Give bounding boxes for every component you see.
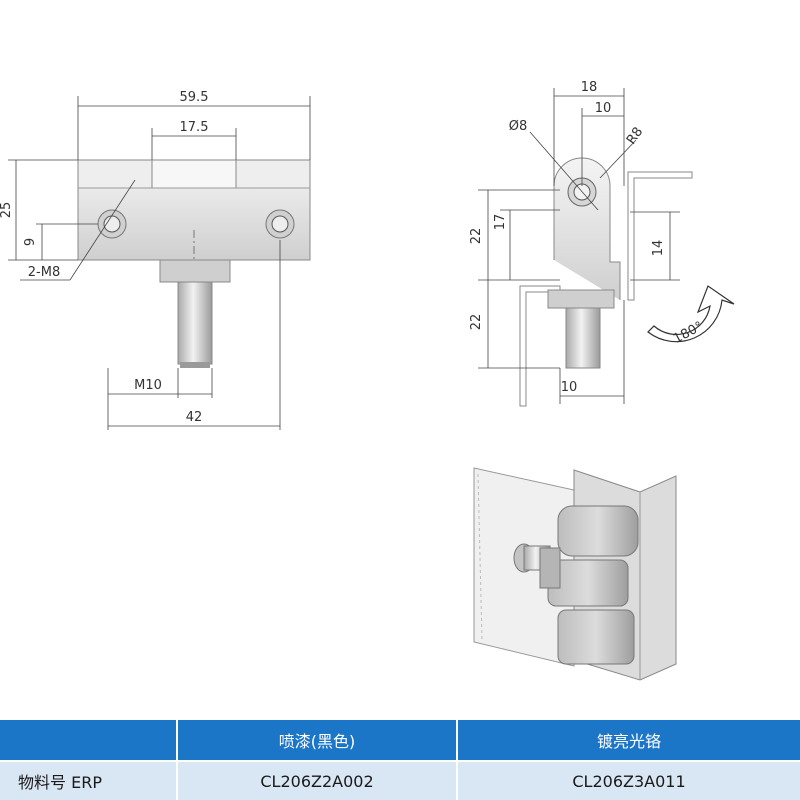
dim-side-offset: 10: [595, 101, 612, 116]
dim-holes: 2-M8: [28, 265, 60, 280]
dim-leaf-height: 14: [651, 240, 666, 257]
dim-upper-height: 22: [469, 228, 484, 245]
table-header-empty: [0, 720, 176, 760]
dim-lower-height: 22: [469, 314, 484, 331]
dim-pin-spacing: 42: [186, 410, 203, 425]
table-header-black-paint: 喷漆(黑色): [176, 720, 456, 760]
table-row: 物料号 ERP CL206Z2A002 CL206Z3A011: [0, 762, 800, 800]
side-dimensions: [478, 88, 680, 404]
door-leaf: [627, 171, 693, 301]
dim-overall-width: 59.5: [180, 90, 209, 105]
nut-block: [159, 259, 231, 283]
spec-table: 喷漆(黑色) 镀亮光铬 物料号 ERP CL206Z2A002 CL206Z3A…: [0, 720, 800, 800]
dim-diameter: Ø8: [509, 119, 528, 134]
threaded-stud: [513, 543, 561, 589]
technical-drawing: 59.5 17.5 25 9 2-M8 M10 42: [0, 80, 735, 681]
hinge-3d-illustration: [473, 467, 677, 681]
hinge-body: [77, 159, 311, 290]
front-view: 59.5 17.5 25 9 2-M8 M10 42: [0, 90, 311, 430]
table-cell-bright-chrome-erp: CL206Z3A011: [456, 762, 800, 800]
rotation-arrow-icon: 180°: [647, 285, 735, 347]
dim-knuckle-width: 17.5: [180, 120, 209, 135]
mounting-hole-right: [265, 209, 295, 239]
dim-hole-height: 9: [23, 238, 38, 246]
front-dimensions: [8, 96, 311, 430]
table-cell-black-paint-erp: CL206Z2A002: [176, 762, 456, 800]
hinge-knuckle-bottom: [557, 609, 635, 665]
side-pin: [565, 307, 601, 369]
side-view: 18 10 Ø8 R8 22 17 14 22 10 180°: [469, 80, 735, 407]
dim-radius: R8: [624, 125, 646, 148]
mounting-hole-left: [97, 209, 127, 239]
side-nut: [547, 289, 615, 309]
table-header-bright-chrome: 镀亮光铬: [456, 720, 800, 760]
dim-side-width: 18: [581, 80, 598, 95]
threaded-pin: [177, 281, 213, 365]
dim-height: 25: [0, 202, 14, 219]
table-header-row: 喷漆(黑色) 镀亮光铬: [0, 720, 800, 760]
rotation-label: 180°: [671, 319, 706, 347]
dim-inner-height: 17: [493, 214, 508, 231]
dim-thread: M10: [134, 378, 162, 393]
table-row-label: 物料号 ERP: [18, 773, 102, 792]
dim-bottom-offset: 10: [561, 380, 578, 395]
hinge-knuckle-top: [557, 505, 639, 557]
